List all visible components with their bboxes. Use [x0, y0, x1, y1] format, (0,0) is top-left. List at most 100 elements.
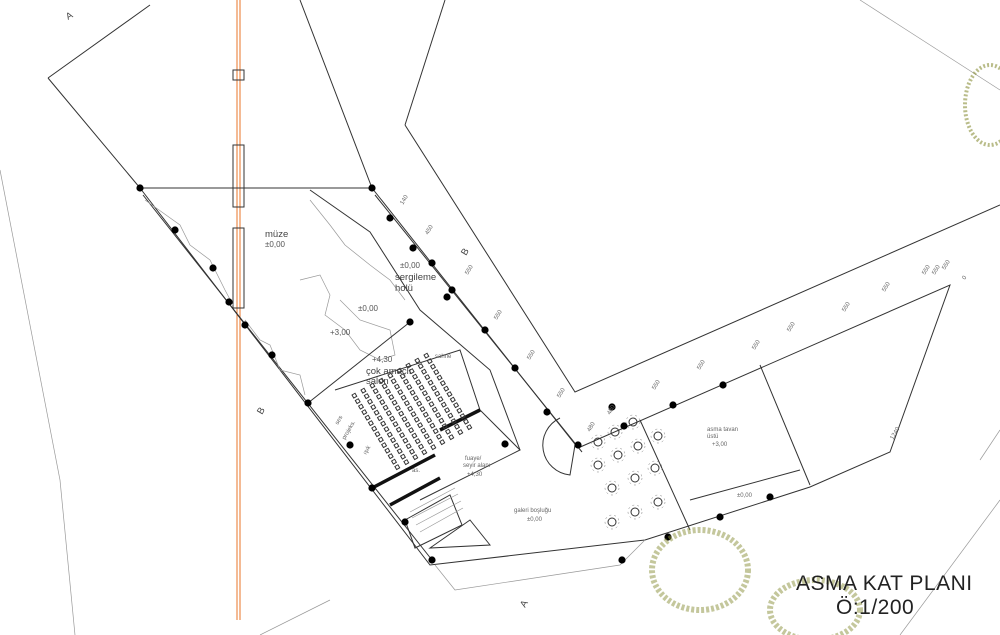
cafe-table [610, 427, 620, 437]
seat [366, 398, 374, 405]
seat [456, 407, 463, 414]
seat [372, 388, 379, 395]
seat [462, 418, 470, 425]
dimension-label: 450 [425, 224, 436, 236]
cafe-table [607, 483, 617, 493]
seat [402, 437, 409, 444]
cafe-table [650, 463, 660, 473]
column [368, 484, 376, 492]
seat [459, 413, 466, 420]
cafe-chairs [627, 504, 643, 520]
seat [402, 378, 410, 385]
column [428, 259, 436, 267]
seat [399, 373, 406, 380]
seat [430, 385, 437, 392]
column [386, 214, 394, 222]
dimension-label: 550 [652, 379, 663, 391]
seat [390, 437, 397, 444]
seat [408, 427, 415, 434]
seat [357, 403, 365, 410]
seat [382, 404, 389, 411]
cafe-chairs [650, 494, 666, 510]
dimension-label: 550 [494, 309, 505, 321]
label-salon: çok amaçlı [366, 366, 411, 377]
label-projeks: projeks. [342, 420, 358, 441]
seat [378, 377, 385, 384]
seat [399, 453, 407, 460]
seat [364, 414, 371, 421]
label-seyir: seyir alanı [463, 463, 491, 469]
section-marks: A B B A [64, 10, 531, 610]
seat [401, 416, 408, 423]
cafe-tables [590, 414, 666, 530]
seat [393, 383, 401, 390]
dimension-label: 480 [587, 421, 598, 433]
dimension-label: 550 [922, 264, 933, 276]
seat [444, 428, 452, 435]
seat [411, 432, 418, 439]
seat [385, 410, 392, 417]
column [448, 286, 456, 294]
cafe-chairs [590, 457, 606, 473]
seat [425, 395, 432, 402]
seat [429, 422, 436, 429]
seat [373, 409, 380, 416]
seat [414, 357, 421, 364]
seat [412, 454, 419, 461]
seat [395, 426, 402, 433]
seat [411, 373, 419, 380]
column [716, 513, 724, 521]
seat [453, 402, 460, 409]
seat [453, 423, 461, 430]
column [511, 364, 519, 372]
plan-scale: Ö:1/200 [836, 596, 915, 619]
label-holu: holü [395, 283, 413, 294]
seat [415, 379, 422, 386]
seat [466, 424, 473, 431]
seat [400, 394, 407, 401]
dimension-label: 140 [400, 194, 411, 206]
column [136, 184, 144, 192]
seat [407, 405, 414, 412]
seat [448, 434, 455, 441]
seat [409, 389, 416, 396]
seat [431, 406, 438, 413]
seat [377, 436, 384, 443]
level-galeri: ±0,00 [527, 517, 543, 523]
column [368, 184, 376, 192]
svg-text:B: B [459, 247, 472, 258]
cafe-table [607, 517, 617, 527]
seat [405, 443, 412, 450]
seat [417, 363, 424, 370]
column [501, 440, 509, 448]
cafe-table [628, 417, 638, 427]
seat [420, 368, 428, 375]
seat [370, 404, 377, 411]
svg-text:A: A [518, 598, 531, 610]
seat [434, 390, 441, 397]
cafe-chairs [625, 414, 641, 430]
seat [389, 415, 396, 422]
dimension-labels: 1404505505505505504804805505505505505505… [400, 194, 969, 441]
cafe-chairs [650, 428, 666, 444]
cafe-table [630, 507, 640, 517]
label-salon-2: salon [366, 376, 389, 387]
seat [383, 426, 390, 433]
room-labels: müze ±0,00 ±0,00 sergileme holü ±0,00 +3… [265, 229, 753, 523]
seat [439, 380, 446, 387]
axis-line [232, 0, 245, 620]
cafe-table [653, 431, 663, 441]
seat [384, 388, 392, 395]
dimension-label: 550 [752, 339, 763, 351]
dimension-label: 550 [787, 321, 798, 333]
seat [437, 396, 444, 403]
dimension-label: 0 [962, 275, 969, 281]
seat [396, 448, 403, 455]
seat [421, 390, 428, 397]
dimension-label: 550 [697, 359, 708, 371]
column [669, 401, 677, 409]
seat [376, 415, 383, 422]
seat [394, 464, 401, 471]
seat [375, 393, 383, 400]
